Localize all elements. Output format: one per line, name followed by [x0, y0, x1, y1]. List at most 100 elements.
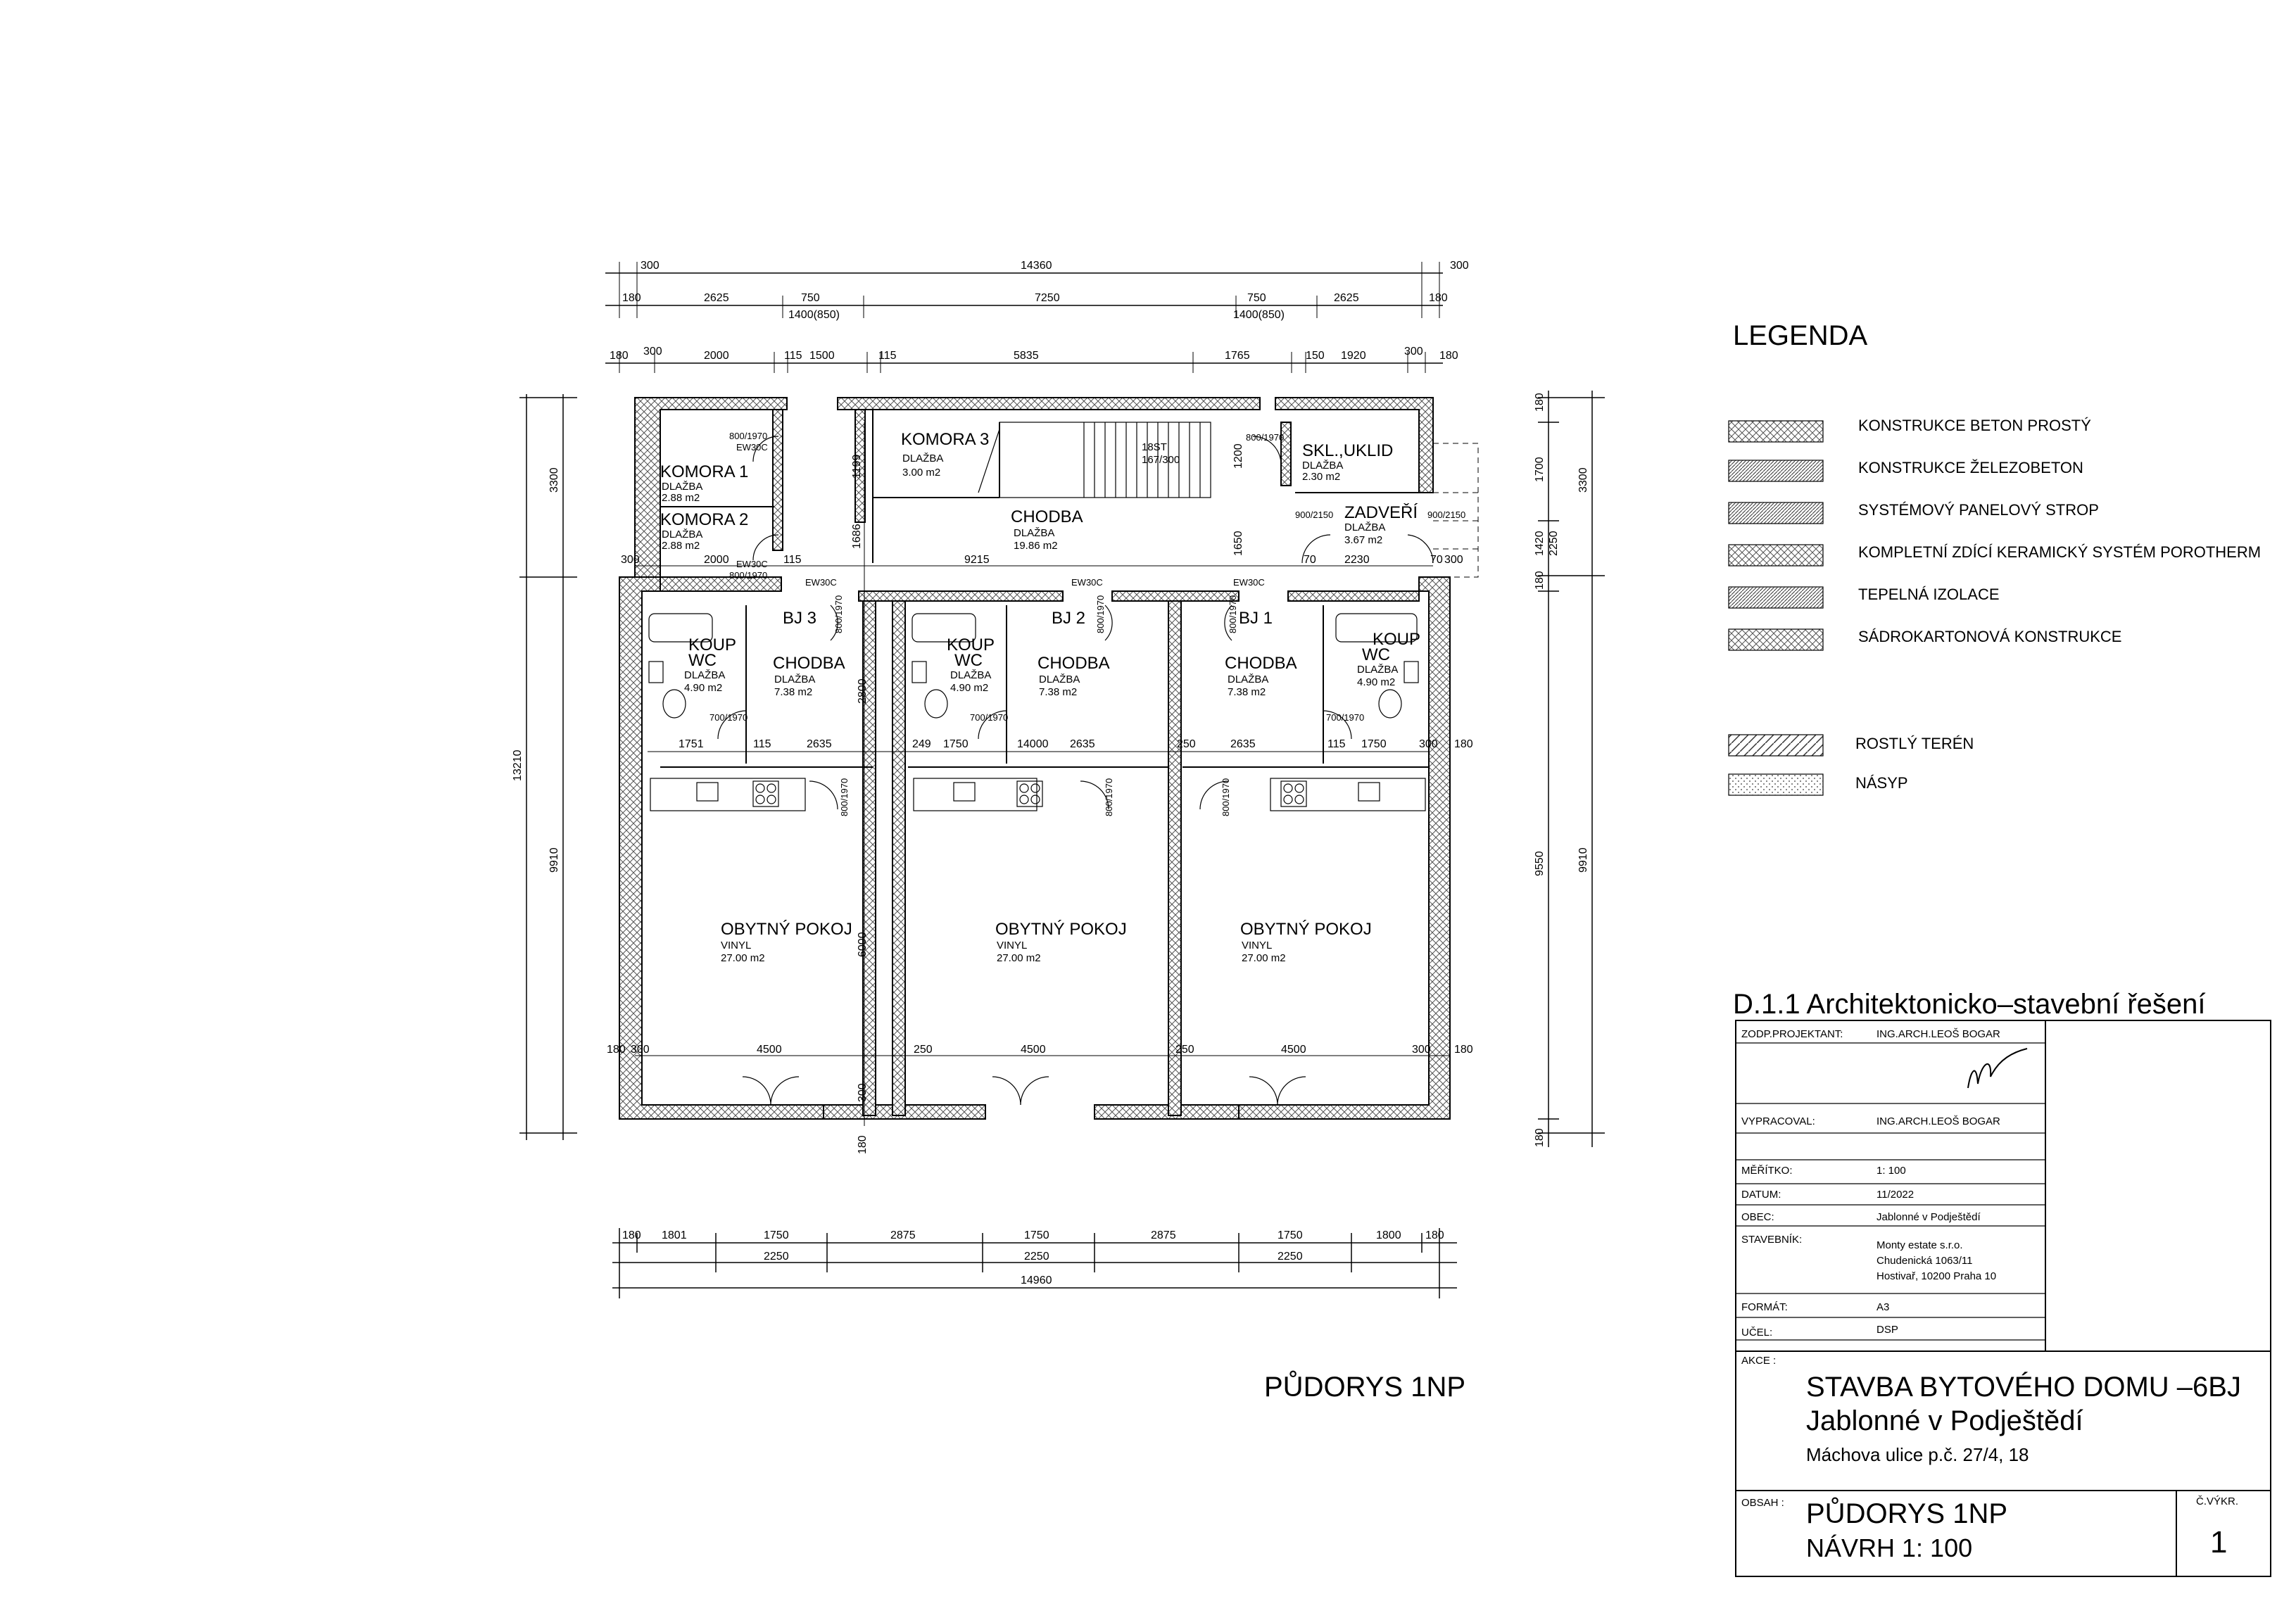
dim: 1801: [662, 1229, 687, 1241]
dim: 9910: [1577, 847, 1589, 873]
tb-value: A3: [1876, 1301, 1889, 1313]
dim-row-2: 180 2625 750 7250 750 2625 180 1400(850)…: [622, 292, 1448, 321]
unit-label: BJ 1: [1239, 609, 1273, 628]
dim: 115: [783, 554, 802, 566]
dim: 180: [1534, 393, 1546, 412]
living-room-area: 27.00 m2: [997, 952, 1041, 964]
room-sklad-fin: DLAŽBA: [1302, 460, 1343, 472]
dim: 2635: [1230, 738, 1256, 750]
tb-obsah-line2: NÁVRH 1: 100: [1806, 1533, 1972, 1562]
dim: 1500: [809, 350, 835, 362]
dim-left-9910: 9910: [548, 847, 560, 873]
dim: 2875: [890, 1229, 916, 1241]
tb-obsah-line1: PŮDORYS 1NP: [1806, 1496, 2007, 1529]
tb-value: ING.ARCH.LEOŠ BOGAR: [1876, 1028, 2000, 1040]
room-komora1-area: 2.88 m2: [662, 492, 700, 504]
dim: 1750: [1278, 1229, 1303, 1241]
dim: 2625: [1334, 292, 1359, 304]
dim: 300: [1419, 738, 1438, 750]
dim: 150: [1306, 350, 1325, 362]
bottom-dim-labels: 180 1801 1750 2875 1750 2875 1750 1800 1…: [622, 1229, 1444, 1286]
door-tag: 800/1970: [1246, 432, 1284, 443]
hall-label: CHODBA: [1225, 654, 1297, 673]
living-room-finish: VINYL: [997, 940, 1027, 951]
legend-item: SYSTÉMOVÝ PANELOVÝ STROP: [1858, 501, 2099, 519]
dim-top-300a: 300: [641, 260, 660, 272]
dim: 2230: [1344, 554, 1370, 566]
dim: 180: [1425, 1229, 1444, 1241]
dim-top-300b: 300: [1450, 260, 1469, 272]
door-tag: 800/1970: [839, 778, 850, 816]
door-tag: EW30C: [736, 559, 768, 569]
dim: 1420: [1534, 531, 1546, 556]
dim: 14960: [1021, 1274, 1052, 1286]
bathroom-label: KOUP: [1373, 630, 1420, 649]
inner-dim-labels: 2000 115 9215 70 2230 70 300 300 1686 11…: [607, 443, 1473, 1154]
door-tag: 700/1970: [970, 712, 1008, 723]
titleblock-frame: [1735, 1020, 2271, 1577]
dim: 115: [784, 350, 802, 362]
dim: 1700: [1534, 457, 1546, 482]
dim: 300: [857, 1083, 869, 1102]
dim: 180: [1534, 1128, 1546, 1147]
tb-akce-line3: Máchova ulice p.č. 27/4, 18: [1806, 1444, 2029, 1465]
room-sklad-name: SKL.,UKLID: [1302, 441, 1393, 460]
door-tag: 800/1970: [729, 431, 767, 441]
dim: 1199: [851, 454, 863, 479]
legend-item: ROSTLÝ TERÉN: [1855, 735, 1974, 752]
dim: 4500: [1281, 1044, 1306, 1056]
dim: 250: [1177, 738, 1196, 750]
tb-value: 11/2022: [1876, 1189, 1914, 1201]
dim: 2875: [1151, 1229, 1176, 1241]
tb-value: DSP: [1876, 1324, 1898, 1336]
dim: 1400(850): [1233, 309, 1285, 321]
dim: 70: [1430, 554, 1443, 566]
dim: 6000: [857, 932, 869, 957]
dim: 1750: [1361, 738, 1387, 750]
dim: 300: [643, 346, 662, 358]
dim: 180: [622, 1229, 641, 1241]
tb-key: MĚŘÍTKO:: [1741, 1165, 1793, 1177]
legend-item: SÁDROKARTONOVÁ KONSTRUKCE: [1858, 628, 2121, 645]
living-room-label: OBYTNÝ POKOJ: [995, 920, 1127, 939]
dim: 14000: [1017, 738, 1049, 750]
door-tag: 800/1970: [1228, 595, 1238, 633]
dim: 7250: [1035, 292, 1060, 304]
bottom-dimensions: [612, 1228, 1457, 1298]
dim: 2250: [764, 1251, 789, 1263]
tb-value: Jablonné v Podještědí: [1876, 1211, 1981, 1223]
kitchen-units: [650, 778, 1426, 811]
bathroom-label: KOUP: [688, 635, 736, 654]
door-tag: 900/2150: [1427, 510, 1465, 520]
dim: 2250: [1024, 1251, 1049, 1263]
tb-value: 1: 100: [1876, 1165, 1906, 1177]
dim: 2625: [704, 292, 729, 304]
bathroom-area: 4.90 m2: [684, 682, 722, 694]
dim-top-14360: 14360: [1021, 260, 1052, 272]
dim: 115: [878, 350, 897, 362]
dim: 9550: [1534, 851, 1546, 876]
hall-area: 7.38 m2: [1228, 686, 1266, 698]
hall-finish: DLAŽBA: [1039, 673, 1080, 685]
dim-row-3: 180 300 2000 115 1500 115 5835 1765 150 …: [610, 346, 1458, 362]
hall-area: 7.38 m2: [774, 686, 812, 698]
hall-label: CHODBA: [1037, 654, 1110, 673]
legend-item: KOMPLETNÍ ZDÍCÍ KERAMICKÝ SYSTÉM POROTHE…: [1858, 543, 2261, 561]
room-zadveri-fin: DLAŽBA: [1344, 521, 1385, 533]
left-dimensions: [519, 394, 577, 1140]
room-chodba-fin: DLAŽBA: [1014, 527, 1054, 539]
room-chodba-area: 19.86 m2: [1014, 540, 1058, 552]
room-komora2-area: 2.88 m2: [662, 540, 700, 552]
tb-key: UČEL:: [1741, 1327, 1772, 1339]
dim: 1200: [1232, 443, 1244, 469]
dim: 1400(850): [788, 309, 840, 321]
dim: 3300: [1577, 467, 1589, 493]
dim: 2800: [857, 678, 869, 704]
titleblock-header: D.1.1 Architektonicko–stavební řešení: [1733, 989, 2205, 1020]
signature-mark: [1967, 1048, 2028, 1089]
tb-value: Chudenická 1063/11: [1876, 1255, 1973, 1267]
dim: 1650: [1232, 531, 1244, 556]
living-room-area: 27.00 m2: [721, 952, 765, 964]
